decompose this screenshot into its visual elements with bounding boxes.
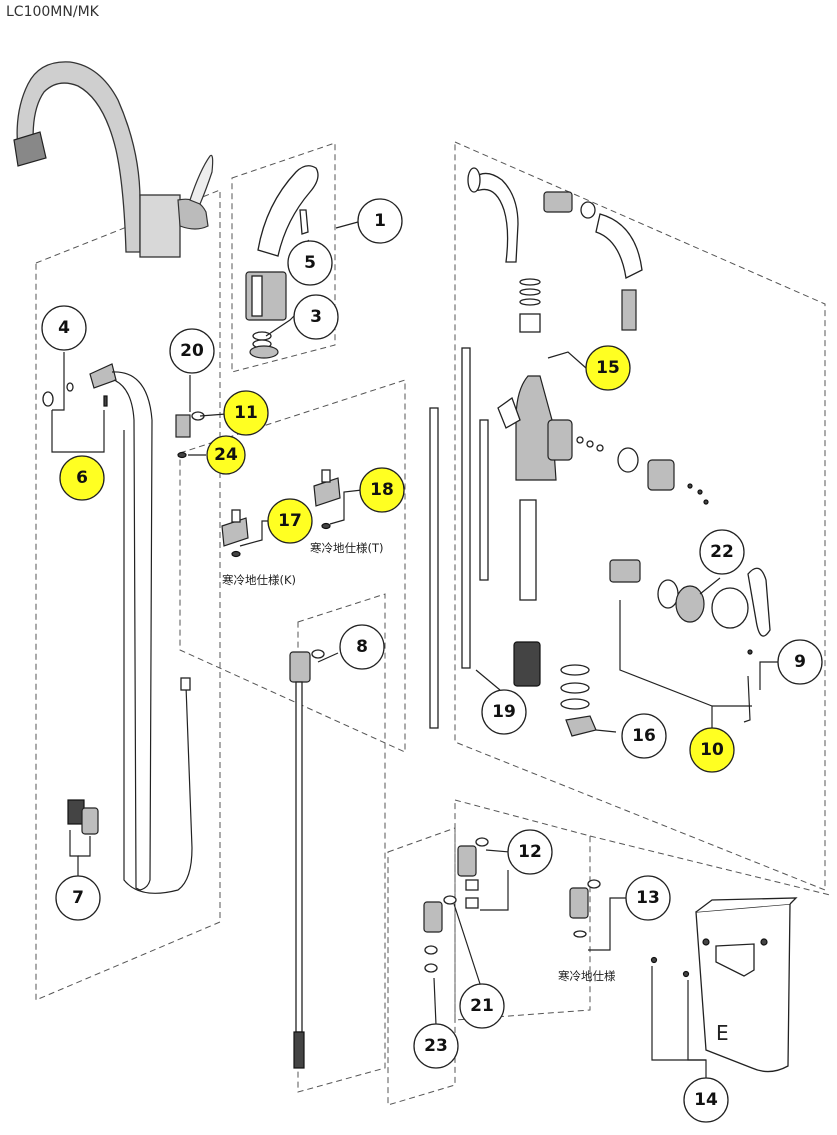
svg-text:4: 4: [58, 318, 70, 338]
callout-21: 21: [459, 983, 505, 1029]
faucet-assembled-image: [13, 61, 214, 258]
callout-7: 7: [55, 875, 101, 921]
callout-11: 11: [223, 390, 269, 436]
svg-text:17: 17: [278, 511, 302, 531]
svg-text:18: 18: [370, 480, 394, 500]
callout-12: 12: [507, 829, 553, 875]
svg-text:8: 8: [356, 637, 368, 657]
callout-18: 18: [359, 467, 405, 513]
callout-16: 16: [621, 713, 667, 759]
callout-1: 1: [357, 198, 403, 244]
svg-text:11: 11: [234, 403, 258, 423]
supply-pipe-parts: [289, 649, 325, 1069]
callout-8: 8: [339, 624, 385, 670]
leader-lines: [51, 221, 778, 1078]
note-cold-region-k: 寒冷地仕様(K): [222, 573, 296, 587]
svg-text:20: 20: [180, 341, 204, 361]
faucet-body-exploded: [467, 167, 709, 505]
svg-text:24: 24: [214, 445, 238, 465]
svg-text:6: 6: [76, 468, 88, 488]
svg-text:3: 3: [310, 307, 322, 327]
callout-19: 19: [481, 689, 527, 735]
callout-6: 6: [59, 455, 105, 501]
callout-15: 15: [585, 345, 631, 391]
callout-23: 23: [413, 1023, 459, 1069]
svg-text:13: 13: [636, 888, 660, 908]
svg-text:12: 12: [518, 842, 542, 862]
svg-text:23: 23: [424, 1036, 448, 1056]
spray-head-parts: [245, 165, 319, 359]
svg-text:16: 16: [632, 726, 656, 746]
svg-text:10: 10: [700, 740, 724, 760]
callout-10: 10: [689, 727, 735, 773]
svg-text:19: 19: [492, 702, 516, 722]
callout-13: 13: [625, 875, 671, 921]
callout-24: 24: [206, 435, 246, 475]
svg-text:E: E: [716, 1021, 729, 1045]
svg-text:7: 7: [72, 888, 84, 908]
svg-text:14: 14: [694, 1090, 718, 1110]
callout-17: 17: [267, 498, 313, 544]
mounting-bracket: E: [650, 897, 798, 1073]
callout-9: 9: [777, 639, 823, 685]
callout-4: 4: [41, 305, 87, 351]
callout-22: 22: [699, 529, 745, 575]
cold-region-valves: [221, 469, 341, 558]
cartridge-parts: [513, 641, 597, 737]
svg-text:21: 21: [470, 996, 494, 1016]
callout-5: 5: [287, 240, 333, 286]
svg-text:1: 1: [374, 211, 386, 231]
pullout-hose-parts: [42, 363, 193, 894]
callout-20: 20: [169, 328, 215, 374]
inner-hoses: [429, 347, 537, 729]
callout-3: 3: [293, 294, 339, 340]
svg-text:9: 9: [794, 652, 806, 672]
lower-fittings: [423, 837, 601, 973]
note-cold-region-t: 寒冷地仕様(T): [310, 541, 384, 555]
callout-14: 14: [683, 1077, 729, 1123]
handle-parts: [609, 559, 771, 723]
note-cold-region: 寒冷地仕様: [558, 969, 616, 983]
diagram-title: LC100MN/MK: [6, 4, 99, 20]
svg-text:15: 15: [596, 358, 620, 378]
svg-text:5: 5: [304, 253, 316, 273]
svg-text:22: 22: [710, 542, 734, 562]
small-fittings-20-11-24: [175, 411, 205, 459]
